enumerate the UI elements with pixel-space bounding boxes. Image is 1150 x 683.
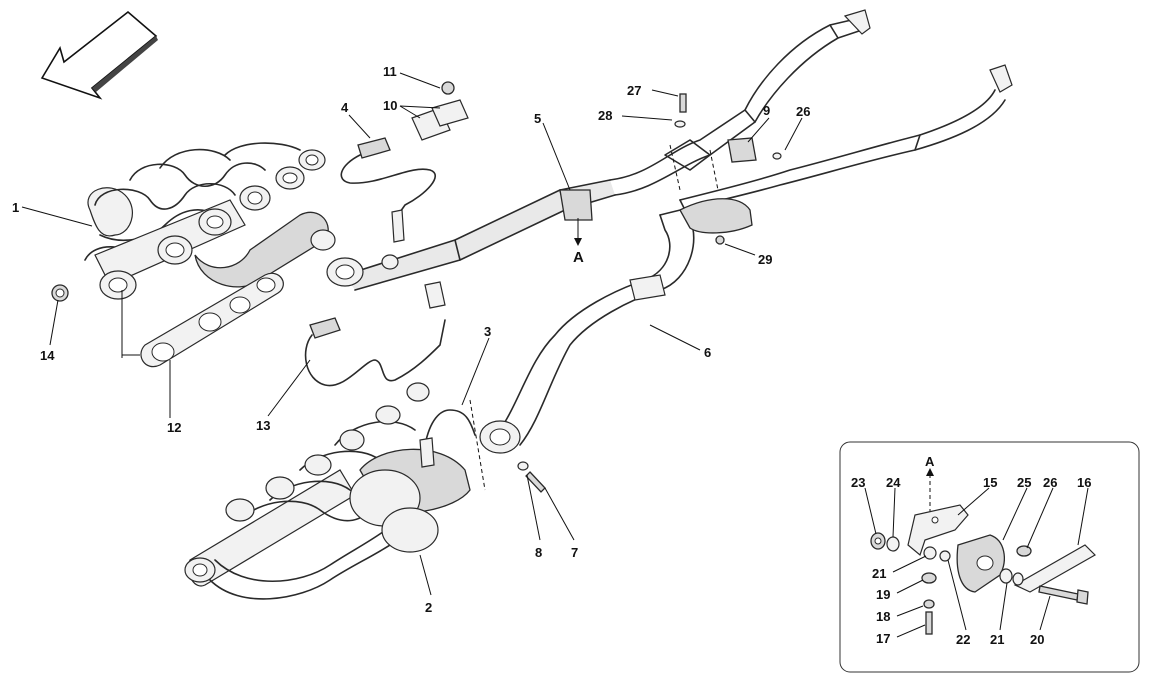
view-a-marker: A (573, 249, 584, 266)
label-2: 2 (425, 600, 432, 615)
inset-view-a-marker: A (925, 454, 935, 469)
left-front-exhaust-pipe (326, 9, 871, 291)
lambda-sensor-upstream (340, 137, 436, 243)
label-6: 6 (704, 345, 711, 360)
label-20: 20 (1030, 632, 1044, 647)
clip-10 (411, 81, 469, 141)
bolt-27 (674, 93, 687, 128)
label-4: 4 (341, 100, 349, 115)
label-23: 23 (851, 475, 865, 490)
right-exhaust-manifold (184, 382, 471, 600)
label-16: 16 (1077, 475, 1091, 490)
front-direction-arrow-icon (40, 10, 158, 100)
label-22: 22 (956, 632, 970, 647)
label-26-inset: 26 (1043, 475, 1057, 490)
label-11: 11 (383, 64, 397, 79)
label-26: 26 (796, 104, 810, 119)
label-18: 18 (876, 609, 890, 624)
label-7: 7 (571, 545, 578, 560)
inset-view-a: A (839, 441, 1140, 673)
label-9: 9 (763, 103, 770, 118)
label-24: 24 (886, 475, 901, 490)
label-8: 8 (535, 545, 542, 560)
label-29: 29 (758, 252, 772, 267)
label-21-right: 21 (990, 632, 1004, 647)
nut-14 (51, 284, 69, 302)
bolt-7 (517, 461, 546, 493)
manifold-gasket (140, 272, 284, 368)
label-15: 15 (983, 475, 997, 490)
inset-leader-lines (864, 487, 1089, 638)
lambda-sensor-downstream (304, 281, 446, 387)
leader-lines (21, 72, 803, 596)
label-1: 1 (12, 200, 19, 215)
label-10: 10 (383, 98, 397, 113)
label-25: 25 (1017, 475, 1031, 490)
label-12: 12 (167, 420, 181, 435)
label-17: 17 (876, 631, 890, 646)
left-exhaust-manifold (84, 142, 336, 300)
label-21-left: 21 (872, 566, 886, 581)
label-3: 3 (484, 324, 491, 339)
lambda-sensor-3 (419, 409, 476, 468)
label-19: 19 (876, 587, 890, 602)
label-27: 27 (627, 83, 641, 98)
label-14: 14 (40, 348, 55, 363)
label-28: 28 (598, 108, 612, 123)
mount-bracket-9 (727, 137, 782, 163)
label-5: 5 (534, 111, 541, 126)
label-13: 13 (256, 418, 270, 433)
right-exhaust-pipe (479, 64, 1013, 454)
